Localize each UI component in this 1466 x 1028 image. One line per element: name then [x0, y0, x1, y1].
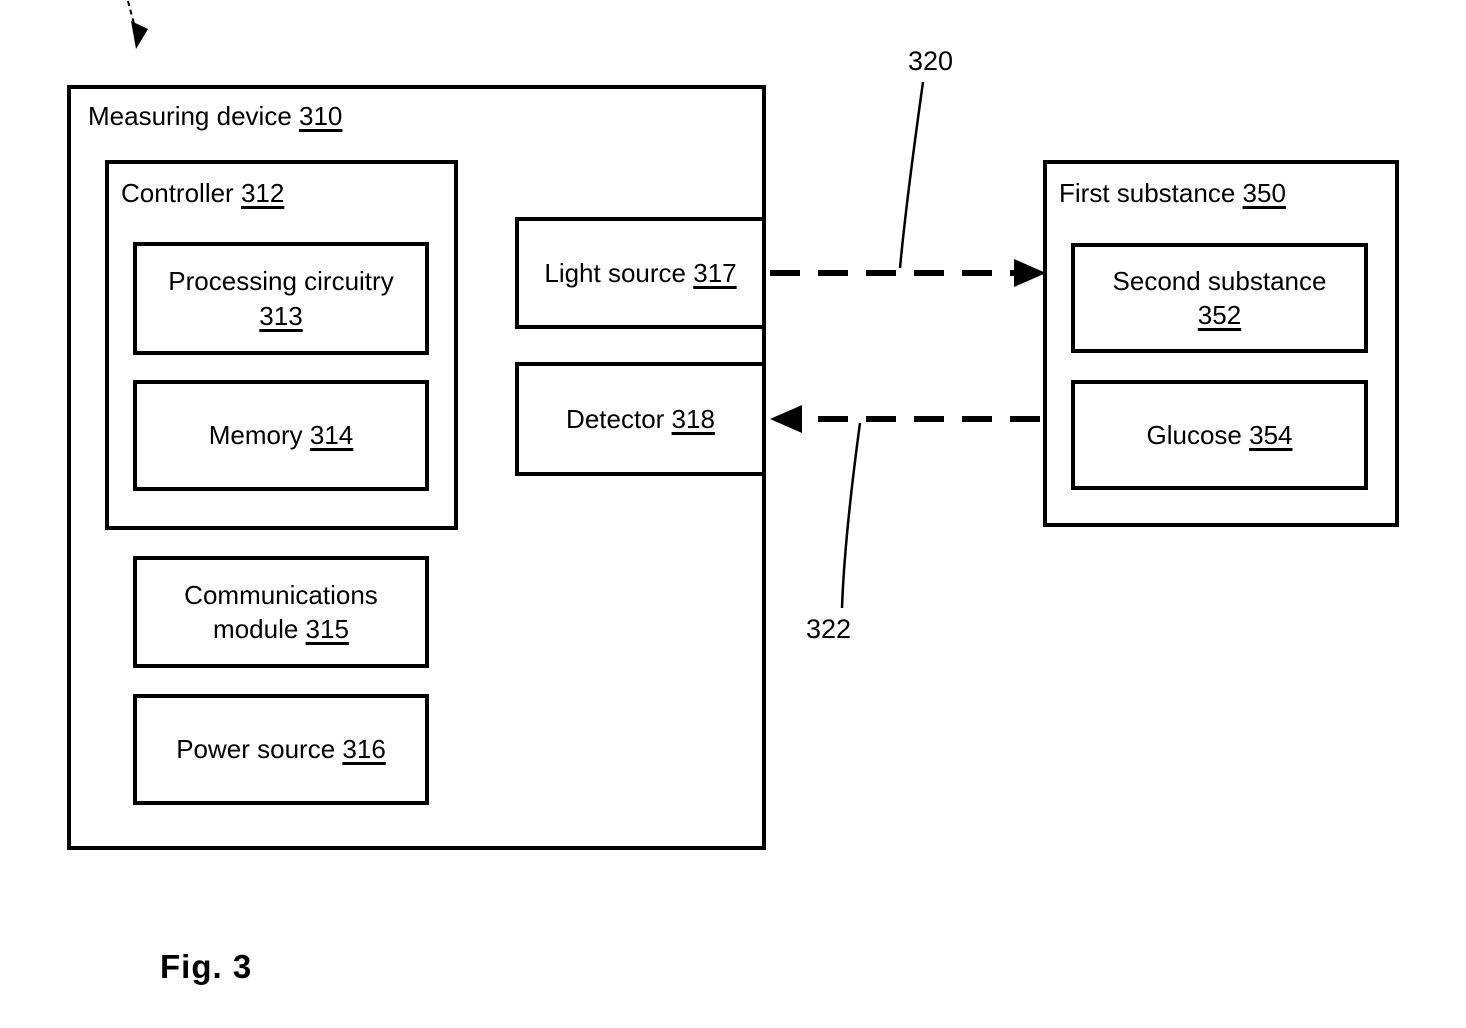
second-substance-box: Second substance 352	[1071, 243, 1368, 353]
processing-circuitry-box: Processing circuitry 313	[133, 242, 429, 355]
power-source-label-text: Power source	[176, 734, 336, 765]
beam-out-ref-label: 320	[908, 46, 954, 76]
communications-module-box: Communications module 315	[133, 556, 429, 668]
first-substance-label-text: First substance	[1059, 178, 1236, 208]
detector-box: Detector 318	[515, 362, 766, 476]
memory-label: Memory 314	[209, 418, 354, 452]
light-source-ref: 317	[693, 257, 737, 288]
detector-ref: 318	[671, 403, 715, 434]
processing-circuitry-label: Processing circuitry 313	[168, 264, 393, 333]
communications-module-label-line2: module	[213, 614, 299, 644]
memory-label-text: Memory	[208, 420, 303, 451]
communications-module-label: Communications module 315	[184, 578, 378, 647]
controller-label: Controller 312	[121, 178, 284, 209]
controller-label-text: Controller	[121, 178, 234, 208]
controller-ref: 312	[240, 178, 285, 208]
glucose-label: Glucose 354	[1146, 418, 1292, 452]
beam-return-leader-line	[840, 422, 862, 609]
detector-label-text: Detector	[566, 403, 665, 434]
figure-pointer-arrowhead-icon	[131, 21, 148, 49]
first-substance-ref: 350	[1242, 178, 1286, 208]
memory-ref: 314	[309, 420, 354, 451]
light-source-box: Light source 317	[515, 217, 766, 329]
first-substance-label: First substance 350	[1059, 178, 1286, 209]
communications-module-label-line1: Communications	[184, 579, 378, 610]
beam-out-arrowhead-icon	[1014, 259, 1046, 287]
measuring-device-label-text: Measuring device	[88, 101, 292, 131]
measuring-device-ref: 310	[299, 101, 343, 131]
communications-module-ref: 315	[305, 614, 349, 644]
processing-circuitry-label-text: Processing circuitry	[168, 266, 394, 297]
second-substance-ref: 352	[1197, 300, 1242, 330]
power-source-label: Power source 316	[176, 732, 386, 766]
measuring-device-label: Measuring device 310	[88, 101, 342, 132]
second-substance-label-text: Second substance	[1112, 265, 1327, 296]
figure-caption: Fig. 3	[160, 948, 253, 985]
glucose-box: Glucose 354	[1071, 380, 1368, 490]
glucose-ref: 354	[1249, 419, 1293, 450]
beam-return-arrowhead-icon	[770, 405, 802, 433]
glucose-label-text: Glucose	[1146, 419, 1242, 450]
detector-label: Detector 318	[566, 402, 715, 436]
light-source-label-text: Light source	[544, 257, 687, 288]
processing-circuitry-ref: 313	[259, 300, 303, 331]
second-substance-label: Second substance 352	[1113, 264, 1327, 333]
power-source-ref: 316	[342, 734, 386, 765]
figure-pointer-line	[127, 0, 135, 25]
power-source-box: Power source 316	[133, 694, 429, 805]
memory-box: Memory 314	[133, 380, 429, 491]
beam-return-ref-label: 322	[806, 614, 852, 644]
beam-out-leader-line	[898, 81, 925, 269]
light-source-label: Light source 317	[544, 256, 736, 290]
